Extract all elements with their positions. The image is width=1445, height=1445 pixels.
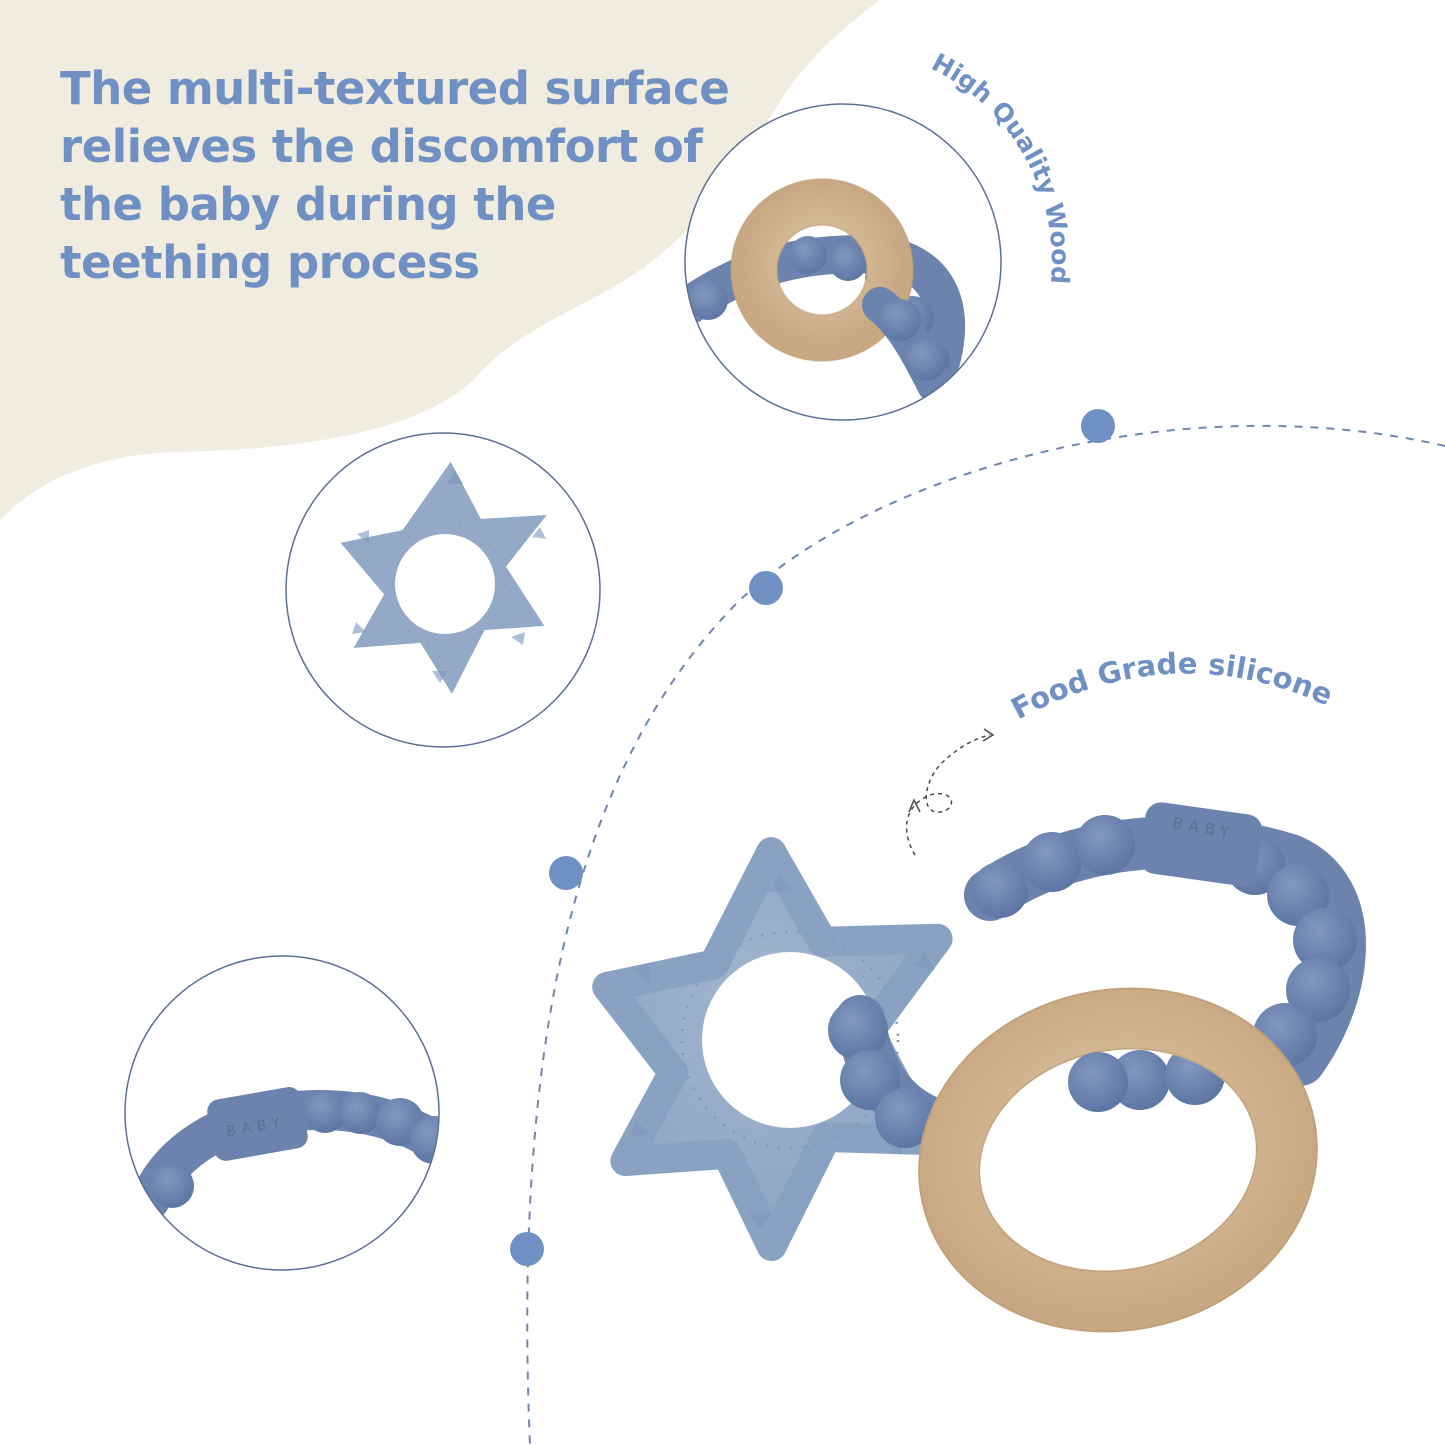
svg-text:Food Grade silicone: Food Grade silicone xyxy=(1006,646,1338,726)
wood-detail-circle xyxy=(684,103,1002,421)
beads-detail-circle xyxy=(124,955,440,1271)
dashed-arc xyxy=(526,424,1445,1445)
star-detail-circle xyxy=(285,432,601,748)
teether-product xyxy=(592,802,1366,1333)
wood-callout-label: High Quality Wood xyxy=(927,48,1075,285)
arrow-head-icon xyxy=(982,728,995,742)
svg-text:High Quality Wood: High Quality Wood xyxy=(927,48,1075,285)
cream-wave-shape xyxy=(0,0,880,520)
arc-dot xyxy=(749,571,783,605)
arc-dot xyxy=(1081,409,1115,443)
arrow-head-icon xyxy=(908,798,921,813)
arc-dot xyxy=(510,1232,544,1266)
headline: The multi-textured surface relieves the … xyxy=(60,62,730,289)
arc-dot xyxy=(549,856,583,890)
silicone-callout-label: Food Grade silicone xyxy=(1006,646,1338,726)
curly-arrow xyxy=(905,734,991,856)
